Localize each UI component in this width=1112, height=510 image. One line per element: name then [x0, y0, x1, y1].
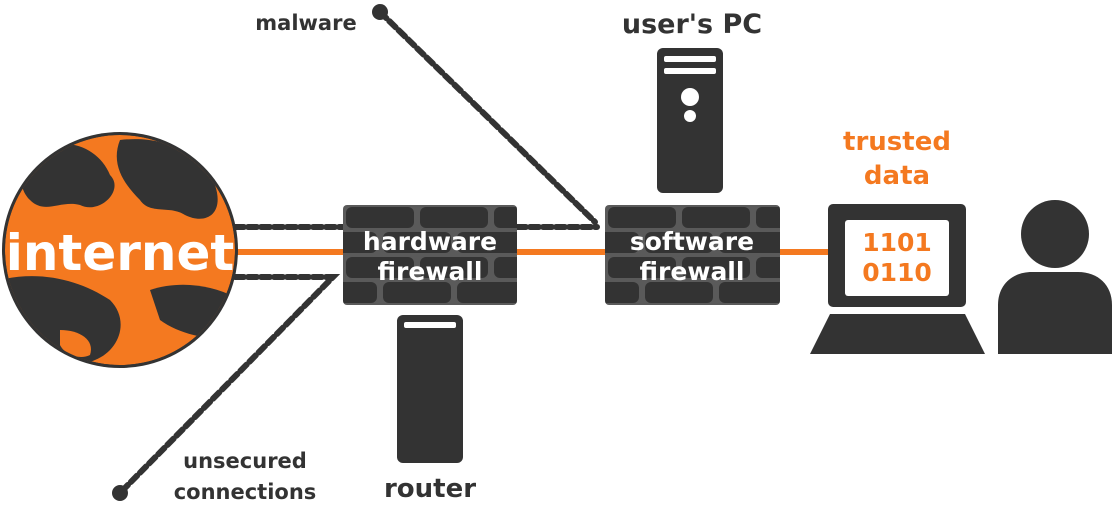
unsecured-dot [112, 485, 128, 501]
hardware-firewall-label-line1: hardware [363, 227, 497, 256]
software-firewall: software firewall [605, 205, 780, 305]
malware-dot [372, 4, 388, 20]
malware-connection [377, 9, 598, 225]
malware-label: malware [255, 11, 356, 35]
router-label: router [384, 474, 476, 504]
software-firewall-label-line2: firewall [640, 257, 745, 286]
trusted-data-label-line2: data [864, 161, 930, 191]
globe-icon: internet [2, 132, 238, 368]
unsecured-label-line2: connections [174, 480, 317, 504]
unsecured-connection [117, 274, 341, 496]
hardware-firewall: hardware firewall [343, 205, 517, 305]
users-pc-label: user's PC [622, 9, 762, 40]
internet-label: internet [6, 224, 235, 282]
user-icon [998, 200, 1112, 354]
computer-monitor-icon: 1101 0110 [810, 204, 985, 354]
trusted-data-label-line1: trusted [843, 127, 951, 157]
software-firewall-label-line1: software [630, 227, 754, 256]
pc-tower-icon: user's PC [622, 9, 762, 193]
unsecured-label-line1: unsecured [183, 449, 307, 473]
router-icon: router [384, 315, 476, 504]
hardware-firewall-label-line2: firewall [378, 257, 483, 286]
screen-data-line2: 0110 [862, 258, 932, 287]
screen-data-line1: 1101 [862, 228, 932, 257]
